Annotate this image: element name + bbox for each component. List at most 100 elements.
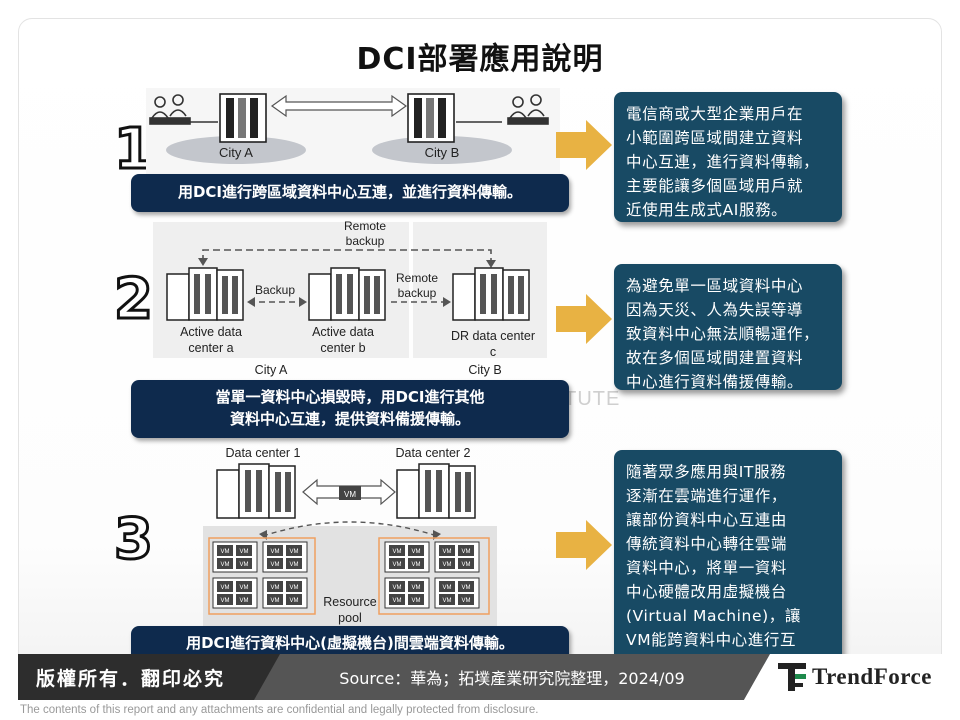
vm-tile-label: VM (443, 562, 452, 568)
vm-tile (458, 581, 474, 592)
vm-tile (408, 594, 424, 605)
vm-tile-label: VM (412, 598, 421, 604)
active-a-label-2: center a (188, 341, 233, 355)
vm-tile (439, 581, 455, 592)
vm-tile (267, 545, 283, 556)
vm-tile (389, 594, 405, 605)
vm-tile-label: VM (412, 562, 421, 568)
trendforce-mark-icon (778, 663, 806, 691)
vm-tile-label: VM (412, 549, 421, 555)
section-1-caption: 用DCI進行跨區域資料中心互連，並進行資料傳輸。 (131, 174, 569, 212)
remote-backup-mid-label-2: backup (398, 286, 437, 300)
vm-tile (267, 594, 283, 605)
resource-pool-label-1: Resource (323, 595, 377, 609)
section-2-note: 為避免單一區域資料中心 因為天災、人為失誤等導 致資料中心無法順暢運作， 故在多… (614, 264, 842, 391)
vm-tile (286, 545, 302, 556)
backup-label: Backup (255, 283, 295, 297)
vm-tile-label: VM (443, 585, 452, 591)
vm-tile (408, 581, 424, 592)
vm-tile (389, 558, 405, 569)
city-a-label-2: City A (255, 363, 288, 377)
vm-tile-label: VM (412, 585, 421, 591)
remote-backup-mid-label-1: Remote (396, 271, 438, 285)
footer-copyright: 版權所有．翻印必究 (18, 654, 280, 700)
datacenter-2-icon (396, 463, 476, 519)
active-b-label-1: Active data (312, 325, 374, 339)
vm-tile-label: VM (240, 585, 249, 591)
footer-source: Source：華為；拓墣產業研究院整理，2024/09 (254, 654, 770, 700)
vm-tile-label: VM (290, 585, 299, 591)
vm-tile-label: VM (462, 549, 471, 555)
section-number-2: 2 (113, 267, 155, 332)
vm-tile-label: VM (393, 549, 402, 555)
vm-tile-label: VM (271, 585, 280, 591)
vm-tile (217, 594, 233, 605)
vm-tile-label: VM (221, 549, 230, 555)
vm-tile (286, 594, 302, 605)
server-rack-right-icon (407, 93, 455, 143)
vm-tile (217, 558, 233, 569)
section-2-caption-line-2: 資料中心互連，提供資料備援傳輸。 (229, 410, 470, 428)
vm-tile-label: VM (221, 598, 230, 604)
vm-tile (458, 594, 474, 605)
active-b-label-2: center b (320, 341, 365, 355)
vm-tile-label: VM (462, 598, 471, 604)
datacenter-c-icon (452, 267, 530, 321)
city-b-label-2: City B (468, 363, 501, 377)
datacenter-1-icon (216, 463, 296, 519)
city-b-label: City B (425, 145, 460, 160)
footer: 版權所有．翻印必究 Source：華為；拓墣產業研究院整理，2024/09 Tr… (18, 654, 942, 700)
vm-tile-label: VM (393, 562, 402, 568)
resource-pool-label-2: pool (338, 611, 362, 625)
vm-tile-label: VM (393, 585, 402, 591)
remote-backup-top-label-1: Remote (344, 219, 386, 233)
users-left-icon (149, 94, 191, 125)
arrow-right-icon (556, 120, 612, 170)
vm-tile-label: VM (462, 562, 471, 568)
vm-tile-label: VM (290, 598, 299, 604)
active-a-label-1: Active data (180, 325, 242, 339)
arrow-right-icon (556, 520, 612, 570)
vm-tile (267, 558, 283, 569)
interconnect-arrow (270, 94, 408, 118)
vm-tile-label: VM (271, 562, 280, 568)
vm-tile (267, 581, 283, 592)
vm-tile (458, 545, 474, 556)
remote-backup-top-label-2: backup (346, 234, 385, 248)
vm-tile-label: VM (221, 585, 230, 591)
vm-tile-label: VM (290, 549, 299, 555)
vm-tile-label: VM (240, 598, 249, 604)
vm-tile (217, 581, 233, 592)
vm-tile-label: VM (271, 598, 280, 604)
vm-tile (408, 558, 424, 569)
vm-tile (439, 545, 455, 556)
vm-tile-label: VM (221, 562, 230, 568)
vm-tile-label: VM (443, 598, 452, 604)
vm-tile (236, 545, 252, 556)
vm-tile (217, 545, 233, 556)
section-3-note: 隨著眾多應用與IT服務 逐漸在雲端進行運作， 讓部份資料中心互連由 傳統資料中心… (614, 450, 842, 673)
city-b-ellipse (372, 136, 512, 164)
dr-label-1: DR data center (451, 329, 535, 343)
vm-tile (439, 594, 455, 605)
section-2-caption-line-1: 當單一資料中心損毀時，用DCI進行其他 (215, 388, 485, 407)
vm-tile-label: VM (290, 562, 299, 568)
section-number-3: 3 (113, 507, 155, 572)
vm-tile (236, 594, 252, 605)
vm-tile (408, 545, 424, 556)
vm-tile (439, 558, 455, 569)
footer-brand: TrendForce (744, 654, 942, 700)
disclaimer: The contents of this report and any atta… (20, 704, 539, 716)
section-1-note: 電信商或大型企業用戶在 小範圍跨區域間建立資料 中心互連，進行資料傳輸， 主要能… (614, 92, 842, 222)
vm-tile-label: VM (462, 585, 471, 591)
vm-tile-label: VM (240, 549, 249, 555)
figure-backup: Remote backup Backup Remote backup Activ… (153, 219, 547, 377)
vm-tile (286, 558, 302, 569)
trendforce-wordmark: TrendForce (812, 664, 932, 689)
vm-tile (236, 558, 252, 569)
page-title: DCI部署應用說明 (356, 42, 604, 77)
datacenter-b-icon (308, 267, 386, 321)
vm-tile-label: VM (443, 549, 452, 555)
